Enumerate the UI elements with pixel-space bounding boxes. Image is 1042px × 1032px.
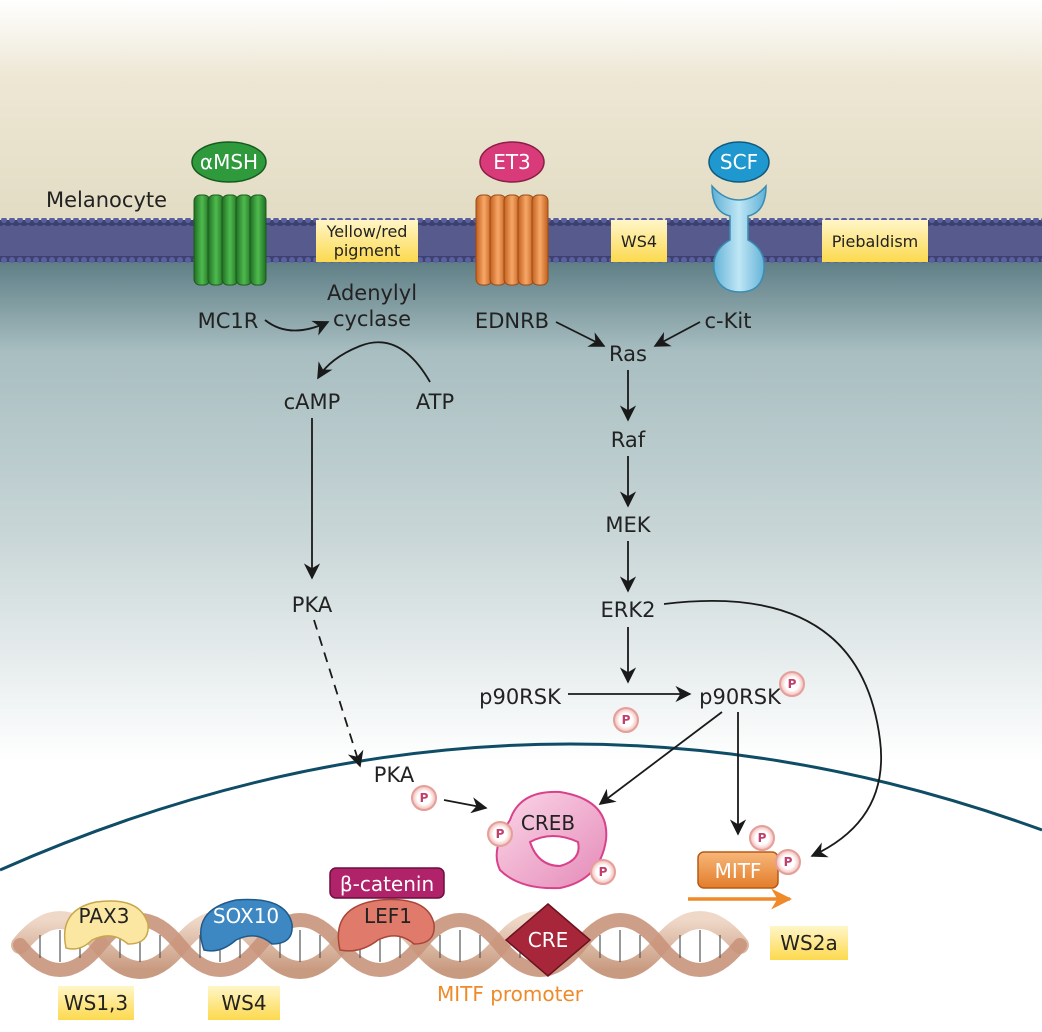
adenylyl-line2: cyclase: [333, 307, 411, 331]
mc1r-label: MC1R: [198, 309, 259, 333]
ws4-membrane-box: WS4: [611, 220, 667, 262]
phospho-label: P: [420, 791, 429, 805]
piebaldism-box: Piebaldism: [822, 220, 928, 262]
ckit-label: c-Kit: [705, 309, 752, 333]
sox10-factor: SOX10: [199, 898, 293, 952]
arrow-pka-nucleus: [313, 619, 364, 768]
phospho-label: P: [758, 831, 767, 845]
lef1-label: LEF1: [364, 904, 412, 928]
cytoplasm: [0, 262, 1042, 762]
yellow-red-pigment-box: Yellow/red pigment: [316, 220, 418, 262]
phospho-icon: P: [487, 821, 513, 847]
mitf-protein: MITF: [697, 851, 779, 889]
p90rsk-phospho-label: p90RSK: [699, 685, 782, 709]
pax3-factor: PAX3: [63, 900, 149, 950]
arrow-mc1r-adenylyl: [264, 319, 330, 336]
yellow-red-line1: Yellow/red: [326, 222, 408, 241]
mitf-label: MITF: [715, 859, 762, 883]
adenylyl-line1: Adenylyl: [327, 281, 417, 305]
nuclear-envelope: [0, 742, 1042, 872]
yellow-red-line2: pigment: [334, 241, 401, 260]
arrow-ednrb-ras: [555, 321, 606, 347]
mc1r-receptor: [193, 194, 267, 286]
arrow-atp-camp: [317, 341, 431, 383]
ednrb-receptor: [475, 194, 549, 286]
msh-ligand: αMSH: [191, 141, 267, 183]
cre-element: CRE: [504, 903, 592, 977]
phospho-icon: P: [779, 671, 805, 697]
phospho-icon: P: [613, 707, 639, 733]
phospho-label: P: [788, 677, 797, 691]
ws4-bottom-label: WS4: [221, 991, 266, 1015]
beta-catenin: β-catenin: [329, 867, 445, 899]
ws13-label: WS1,3: [64, 991, 128, 1015]
mek-label: MEK: [605, 513, 651, 537]
phospho-icon: P: [775, 849, 801, 875]
pathway-arrows: [264, 319, 882, 858]
pka-label: PKA: [292, 593, 333, 617]
et3-label: ET3: [493, 150, 531, 174]
beta-catenin-label: β-catenin: [340, 872, 434, 896]
phospho-label: P: [784, 855, 793, 869]
phospho-label: P: [496, 827, 505, 841]
phospho-group: P P P: [411, 671, 805, 811]
ws2a-box: WS2a: [770, 926, 848, 960]
phospho-icon: P: [411, 785, 437, 811]
melanocyte-label: Melanocyte: [46, 188, 167, 212]
cre-label: CRE: [528, 928, 569, 952]
piebaldism-label: Piebaldism: [832, 232, 919, 251]
sox10-label: SOX10: [213, 904, 279, 928]
arrow-ckit-ras: [653, 321, 701, 347]
phospho-icon: P: [590, 859, 616, 885]
arrow-erk2-mitf: [663, 600, 882, 858]
lef1-factor: LEF1: [337, 898, 435, 952]
scf-ligand: SCF: [708, 141, 770, 183]
phospho-icon: P: [749, 825, 775, 851]
mitf-promoter-label: MITF promoter: [437, 982, 584, 1006]
ws4-bottom-box: WS4: [208, 986, 280, 1020]
pka-nucleus-label: PKA: [374, 763, 415, 787]
ras-label: Ras: [609, 342, 647, 366]
pax3-label: PAX3: [79, 904, 130, 928]
creb-protein: CREB: [495, 790, 608, 890]
phospho-label: P: [622, 713, 631, 727]
camp-label: cAMP: [284, 390, 341, 414]
msh-label: αMSH: [200, 150, 258, 174]
extracellular-space: [0, 0, 1042, 220]
ws4-membrane-label: WS4: [621, 232, 657, 251]
ws2a-label: WS2a: [780, 931, 837, 955]
ws13-box: WS1,3: [58, 986, 134, 1020]
scf-label: SCF: [720, 150, 758, 174]
et3-ligand: ET3: [479, 141, 545, 183]
creb-label: CREB: [521, 811, 575, 835]
p90rsk-label: p90RSK: [479, 685, 562, 709]
atp-label: ATP: [416, 390, 454, 414]
arrow-pka-creb: [443, 797, 488, 814]
erk2-label: ERK2: [601, 598, 656, 622]
arrow-p90rsk-creb: [598, 711, 723, 805]
ckit-receptor: [711, 183, 767, 293]
phospho-label: P: [599, 865, 608, 879]
raf-label: Raf: [611, 428, 646, 452]
ednrb-label: EDNRB: [475, 309, 549, 333]
